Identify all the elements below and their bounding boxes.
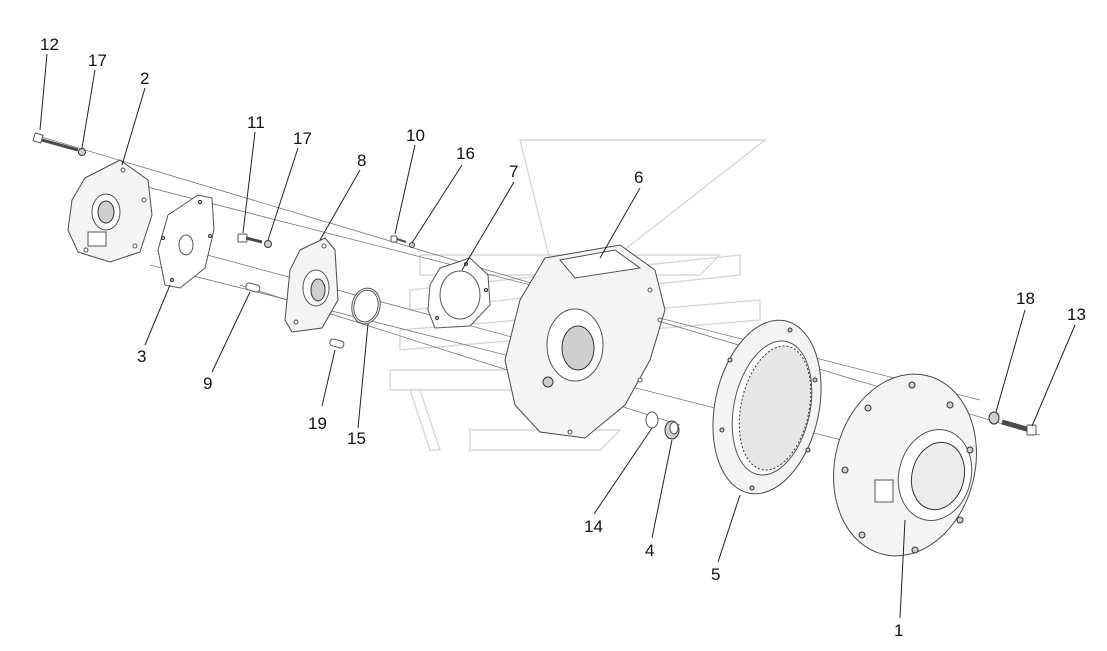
callout-5: 5 <box>711 565 720 584</box>
callout-8: 8 <box>357 151 366 170</box>
callout-19: 19 <box>308 414 327 433</box>
callout-14: 14 <box>584 517 603 536</box>
callout-3: 3 <box>137 347 146 366</box>
part-8-flange <box>284 237 339 333</box>
callout-1: 1 <box>894 621 903 640</box>
callout-10: 10 <box>406 126 425 145</box>
callout-16: 16 <box>456 144 475 163</box>
part-15-o-ring <box>351 287 381 325</box>
part-11-bolt <box>237 233 263 244</box>
callout-4: 4 <box>645 541 654 560</box>
part-2-cover <box>67 159 153 263</box>
part-7-gasket <box>427 257 491 329</box>
callout-13: 13 <box>1067 305 1086 324</box>
part-12-bolt <box>32 132 79 152</box>
callout-7: 7 <box>509 162 518 181</box>
callout-11: 11 <box>247 113 265 132</box>
leader-lines <box>39 53 1076 619</box>
callout-15: 15 <box>347 429 366 448</box>
callout-2: 2 <box>140 69 149 88</box>
part-9-pin <box>245 282 261 293</box>
callout-17-right: 17 <box>293 129 312 148</box>
part-5-ring-gear <box>712 319 822 495</box>
callout-6: 6 <box>634 168 643 187</box>
part-4-plug <box>664 420 680 440</box>
part-16-washer <box>409 242 415 248</box>
callout-17-left: 17 <box>88 51 107 70</box>
callouts: 12 17 2 3 9 11 17 8 19 15 10 16 7 6 14 4… <box>40 35 1086 640</box>
callout-9: 9 <box>203 374 212 393</box>
part-6-housing <box>504 244 666 439</box>
part-14-ring <box>645 411 659 429</box>
part-17-washer-right <box>264 240 272 248</box>
part-18-washer <box>988 411 1000 425</box>
part-17-washer-left <box>78 148 86 156</box>
part-1-hub <box>833 373 977 557</box>
part-10-screw <box>390 235 407 243</box>
part-3-gasket <box>157 194 215 289</box>
callout-12: 12 <box>40 35 59 54</box>
part-13-bolt <box>1001 419 1037 436</box>
callout-18: 18 <box>1016 289 1035 308</box>
part-19-pin <box>329 338 345 349</box>
